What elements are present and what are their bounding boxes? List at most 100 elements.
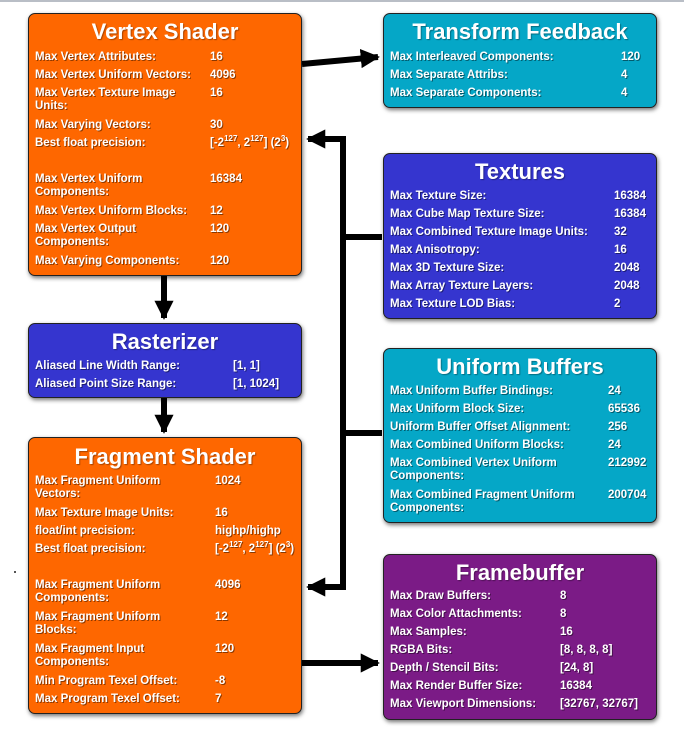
framebuffer-title: Framebuffer: [455, 560, 585, 585]
row-label: Max Combined Texture Image Units:: [390, 226, 588, 238]
row-value: 16384: [614, 190, 646, 202]
row-label: Best float precision:: [35, 543, 146, 555]
row-label: Best float precision:: [35, 137, 146, 149]
float-precision-value: [-2127, 2127] (23): [215, 540, 295, 556]
row-label: Max Render Buffer Size:: [390, 680, 523, 692]
row-label: Max Fragment Uniform Vectors:: [35, 475, 161, 500]
row-value: 8: [560, 608, 567, 620]
row-label: Max Vertex Attributes:: [35, 51, 156, 63]
row-label: Max Vertex Output Components:: [35, 223, 136, 248]
row-value: 24: [608, 439, 621, 451]
uniform-buffers-title: Uniform Buffers: [436, 354, 604, 379]
row-value: 16: [614, 244, 627, 256]
row-value: 8: [560, 590, 567, 602]
row-value: 24: [608, 385, 621, 397]
row-value: 12: [210, 205, 223, 217]
row-label: Max Varying Components:: [35, 255, 180, 267]
transform-feedback-box: Transform Feedback Max Interleaved Compo…: [383, 13, 657, 108]
row-label: Max Samples:: [390, 626, 467, 638]
transform-feedback-title: Transform Feedback: [412, 19, 628, 44]
top-border-line: [0, 0, 684, 2]
row-label: Max Anisotropy:: [390, 244, 480, 256]
row-label: Max Separate Components:: [390, 87, 542, 99]
row-label: Max Uniform Block Size:: [390, 403, 525, 415]
row-value: -8: [215, 675, 226, 687]
row-label: Max Vertex Uniform Components:: [35, 173, 143, 198]
rasterizer-title: Rasterizer: [111, 329, 219, 354]
row-value: 256: [608, 421, 628, 433]
framebuffer-box: Framebuffer Max Draw Buffers: 8 Max Color…: [383, 554, 657, 720]
row-value: 212992: [608, 457, 647, 469]
row-label: Max Combined Vertex Uniform Components:: [390, 457, 557, 482]
row-label: Max Vertex Texture Image Units:: [35, 87, 176, 112]
row-value: 4096: [215, 579, 241, 591]
row-value: 30: [210, 119, 223, 131]
row-value: 16384: [210, 173, 242, 185]
row-label: Max Fragment Input Components:: [35, 643, 145, 668]
row-label: Max Cube Map Texture Size:: [390, 208, 545, 220]
row-value: highp/highp: [215, 525, 281, 537]
textures-title: Textures: [474, 159, 566, 184]
row-value: 4: [621, 87, 628, 99]
row-value: [1, 1]: [233, 360, 260, 372]
row-value: [8, 8, 8, 8]: [560, 644, 613, 656]
row-label: Max Draw Buffers:: [390, 590, 491, 602]
row-label: Max Array Texture Layers:: [390, 280, 534, 292]
uniform-buffers-box: Uniform Buffers Max Uniform Buffer Bindi…: [383, 348, 657, 523]
row-label: RGBA Bits:: [390, 644, 453, 656]
row-value: 4096: [210, 69, 236, 81]
row-label: Max Texture Size:: [390, 190, 487, 202]
row-value: 2: [614, 298, 621, 310]
vertex-shader-title: Vertex Shader: [91, 19, 239, 44]
row-label: Uniform Buffer Offset Alignment:: [390, 421, 571, 433]
rasterizer-box: Rasterizer Aliased Line Width Range: [1, …: [28, 323, 302, 398]
row-label: Max Combined Uniform Blocks:: [390, 439, 564, 451]
row-value: 2048: [614, 280, 640, 292]
stray-dot: [14, 571, 16, 573]
row-value: 4: [621, 69, 628, 81]
row-label: Max Fragment Uniform Components:: [35, 579, 161, 604]
row-label: Max Texture LOD Bias:: [390, 298, 516, 310]
vertex-shader-box: Vertex Shader Max Vertex Attributes: 16 M…: [28, 13, 302, 276]
row-value: 120: [215, 643, 235, 655]
textures-box: Textures Max Texture Size: 16384 Max Cube…: [383, 153, 657, 319]
row-label: Max 3D Texture Size:: [390, 262, 505, 274]
row-value: 16: [560, 626, 573, 638]
row-label: Max Vertex Uniform Blocks:: [35, 205, 188, 217]
row-label: Max Color Attachments:: [390, 608, 522, 620]
arrow-vertex-to-transform-feedback: [301, 49, 380, 69]
row-label: Max Fragment Uniform Blocks:: [35, 611, 161, 636]
row-value: 12: [215, 611, 228, 623]
row-label: Max Uniform Buffer Bindings:: [390, 385, 553, 397]
row-value: 32: [614, 226, 627, 238]
row-value: [24, 8]: [560, 662, 594, 674]
row-label: Max Separate Attribs:: [390, 69, 508, 81]
row-value: [32767, 32767]: [560, 698, 639, 710]
row-value: 16384: [614, 208, 646, 220]
fragment-shader-title: Fragment Shader: [74, 444, 256, 469]
row-value: 65536: [608, 403, 640, 415]
row-label: Aliased Point Size Range:: [35, 378, 177, 390]
row-value: 16: [210, 87, 223, 99]
row-value: 16: [215, 507, 228, 519]
row-value: [1, 1024]: [233, 378, 280, 390]
row-label: Aliased Line Width Range:: [35, 360, 180, 372]
row-label: Depth / Stencil Bits:: [390, 662, 499, 674]
row-value: 120: [621, 51, 641, 63]
row-label: Max Viewport Dimensions:: [390, 698, 537, 710]
row-label: Max Program Texel Offset:: [35, 693, 180, 705]
row-label: Max Combined Fragment Uniform Components…: [390, 489, 575, 514]
fragment-shader-box: Fragment Shader Max Fragment Uniform Vec…: [28, 437, 302, 714]
row-value: 16: [210, 51, 223, 63]
row-value: 120: [210, 223, 230, 235]
row-label: Max Interleaved Components:: [390, 51, 554, 63]
row-label: float/int precision:: [35, 525, 135, 537]
row-value: 1024: [215, 475, 241, 487]
row-label: Max Varying Vectors:: [35, 119, 151, 131]
row-value: 2048: [614, 262, 640, 274]
row-value: 120: [210, 255, 230, 267]
row-value: 16384: [560, 680, 592, 692]
row-label: Max Texture Image Units:: [35, 507, 174, 519]
row-label: Min Program Texel Offset:: [35, 675, 178, 687]
